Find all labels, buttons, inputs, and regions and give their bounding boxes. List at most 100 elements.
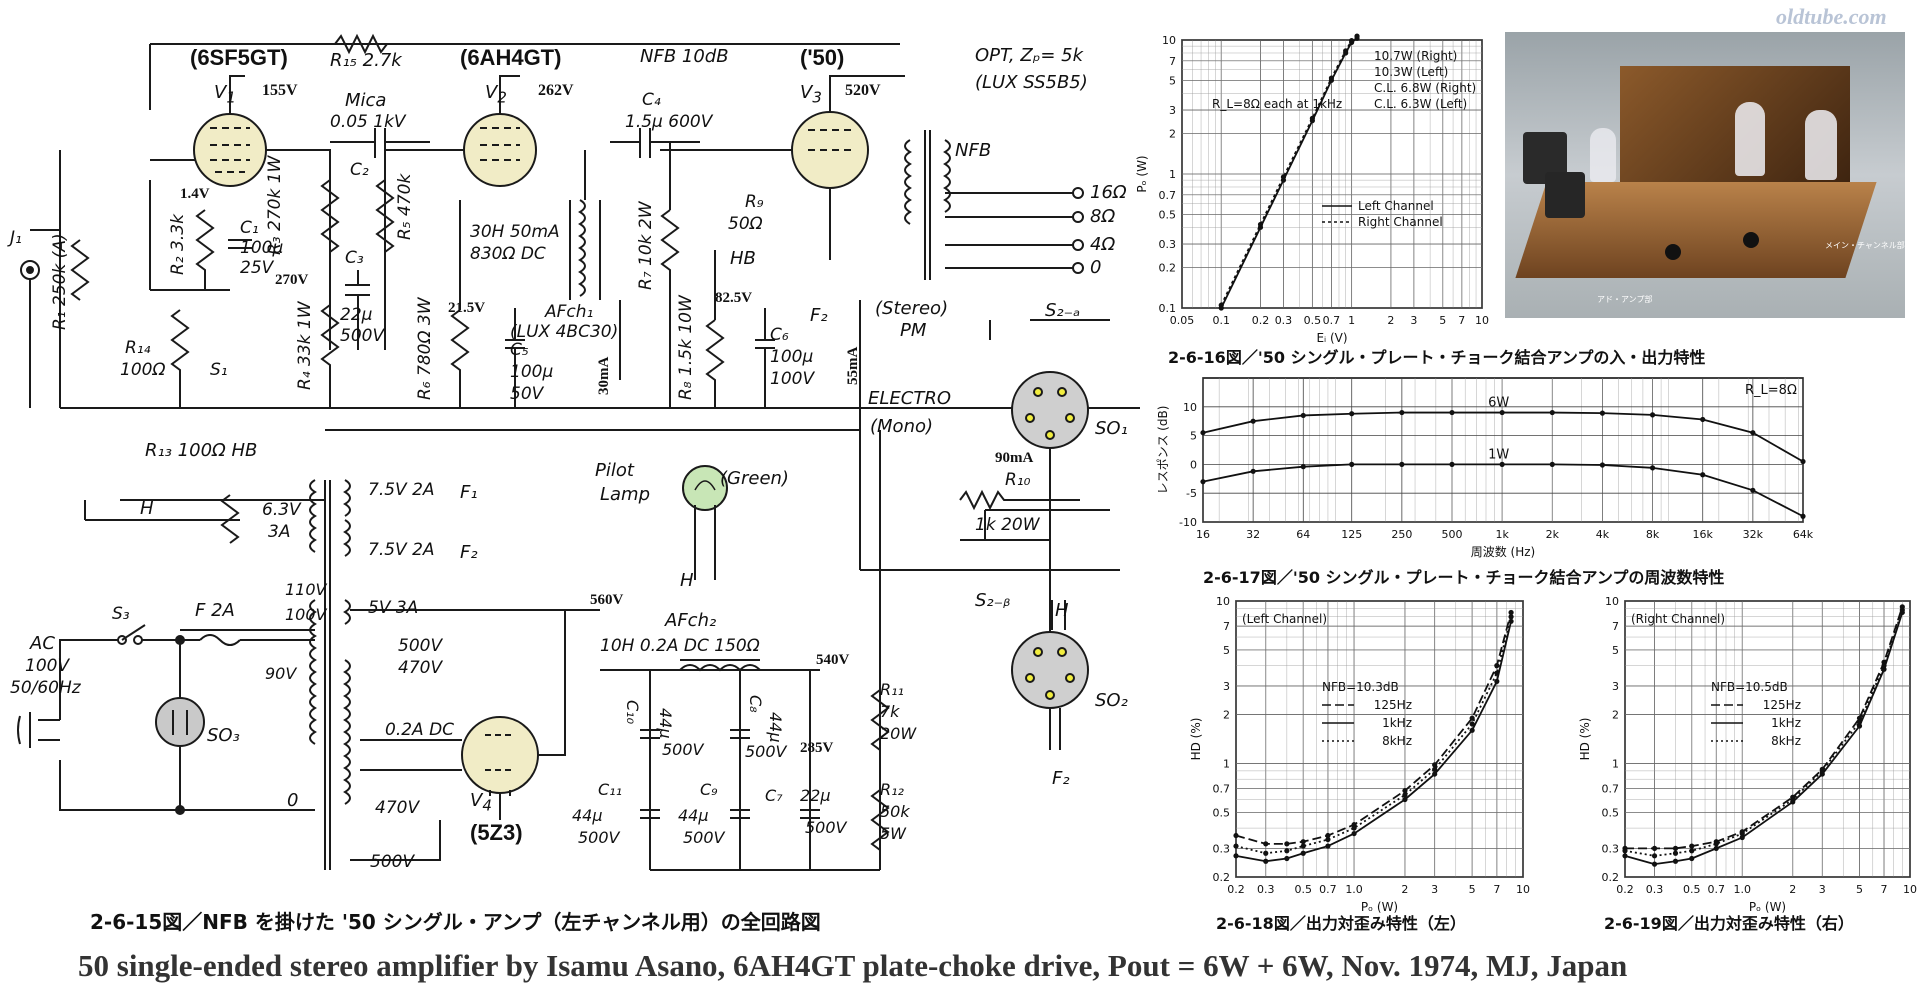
x-tick-label: 2k: [1546, 528, 1560, 541]
x-tick-label: 32k: [1743, 528, 1764, 541]
power-transformer: [309, 479, 351, 870]
label-v-1-4: 1.4V: [180, 186, 210, 202]
label-c4-value: 1.5μ 600V: [625, 112, 713, 132]
y-tick-label: 10: [1183, 401, 1197, 414]
annotation-label: C.L. 6.8W (Right): [1374, 81, 1476, 95]
data-point: [1819, 766, 1825, 772]
y-tick-label: 5: [1190, 430, 1197, 443]
label-out-8: 8Ω: [1090, 206, 1116, 227]
tube-v3-voltage: 520V: [845, 82, 881, 99]
label-c1: C₁: [240, 218, 259, 238]
x-tick-label: 0.7: [1708, 883, 1726, 896]
data-point: [1494, 663, 1500, 669]
x-tick-label: 7: [1458, 314, 1465, 327]
series-line-1kHz: [1624, 612, 1904, 866]
label-r10-value: 1k 20W: [975, 515, 1040, 535]
data-point: [1494, 670, 1500, 676]
y-axis-label: HD (%): [1189, 718, 1203, 761]
label-so3: SO₃: [207, 725, 240, 746]
label-c5-voltage: 50V: [510, 384, 544, 404]
data-point: [1899, 607, 1905, 613]
label-c10-voltage: 500V: [662, 740, 704, 759]
x-tick-label: 1.0: [1734, 883, 1752, 896]
label-r6: R₆ 780Ω 3W: [415, 297, 435, 401]
data-point: [1713, 839, 1719, 845]
data-point: [1881, 663, 1887, 669]
x-tick-label: 5: [1469, 883, 1476, 896]
chart-frame: [1202, 377, 1804, 523]
tube-photo-3: [1735, 102, 1765, 176]
data-point: [1432, 771, 1438, 777]
y-tick-label: 2: [1223, 709, 1230, 722]
label-55ma: 55mA: [845, 346, 861, 385]
data-point: [1263, 841, 1269, 847]
label-r1: R₁ 250k (A): [50, 233, 70, 330]
x-tick-label: 10: [1475, 314, 1489, 327]
chart-1: [1200, 377, 1806, 523]
label-r4: R₄ 33k 1W: [295, 301, 315, 390]
y-tick-label: 0.1: [1159, 302, 1177, 315]
data-point: [1651, 845, 1658, 851]
label-r9: R₉: [745, 192, 764, 212]
x-tick-label: 5: [1439, 314, 1446, 327]
data-point: [1343, 48, 1349, 54]
data-point: [1672, 850, 1679, 856]
data-point: [1469, 727, 1475, 733]
socket-so3: [155, 697, 205, 747]
label-r15: R₁₅ 2.7k: [330, 50, 402, 71]
annotation-label: 10.7W (Right): [1374, 49, 1457, 63]
data-point: [1508, 609, 1514, 616]
annotation-label: C.L. 6.3W (Left): [1374, 97, 1467, 111]
x-tick-label: 0.3: [1257, 883, 1275, 896]
label-30ma: 30mA: [596, 356, 612, 395]
chart-note: R_L=8Ω each at 1kHz: [1212, 97, 1342, 111]
label-470v-b: 470V: [375, 798, 420, 818]
tube-v4: [360, 610, 566, 820]
legend-label: 8kHz: [1382, 734, 1412, 748]
label-so1: SO₁: [1095, 418, 1128, 439]
label-500v-a: 500V: [398, 636, 443, 656]
data-point: [1257, 224, 1264, 230]
schematic-labels: (6SF5GT) V1 155V (6AH4GT) V2 262V ('50) …: [10, 45, 1128, 872]
label-pilot: Pilot: [595, 460, 634, 481]
tube-v2-voltage: 262V: [538, 82, 574, 99]
y-tick-label: 0.3: [1602, 842, 1620, 855]
data-point: [1622, 853, 1628, 859]
tube-v1-type: (6SF5GT): [190, 45, 288, 70]
data-point: [1284, 848, 1290, 854]
x-tick-label: 2: [1789, 883, 1796, 896]
legend-title: NFB=10.5dB: [1711, 680, 1788, 694]
label-f2-so2: F₂: [1052, 768, 1070, 789]
data-point: [1549, 461, 1555, 467]
label-v-82-5: 82.5V: [715, 290, 753, 306]
label-c7-voltage: 500V: [805, 818, 847, 837]
label-0-2a-dc: 0.2A DC: [385, 720, 455, 740]
chart-frame: [1624, 600, 1911, 878]
y-tick-label: 2: [1612, 709, 1619, 722]
data-point: [1351, 825, 1357, 831]
label-hb: HB: [730, 248, 756, 269]
chart-title: (Left Channel): [1242, 612, 1327, 626]
annotation-label: 10.3W (Left): [1374, 65, 1448, 79]
data-point: [1739, 829, 1745, 835]
y-tick-label: 2: [1169, 128, 1176, 141]
data-point: [1649, 412, 1656, 418]
data-point: [1599, 410, 1606, 416]
x-tick-label: 0.05: [1170, 314, 1195, 327]
label-r5: R₅ 470k: [395, 173, 415, 240]
x-tick-label: 10: [1516, 883, 1530, 896]
label-out-4: 4Ω: [1090, 234, 1116, 255]
label-110v: 110V: [285, 580, 327, 599]
series-line-125Hz: [1235, 612, 1512, 845]
chart-note: R_L=8Ω: [1745, 383, 1797, 398]
label-r2: R₂ 3.3k: [168, 214, 188, 275]
x-tick-label: 4k: [1596, 528, 1610, 541]
x-tick-label: 2: [1401, 883, 1408, 896]
data-point: [1672, 858, 1679, 864]
x-tick-label: 0.3: [1646, 883, 1664, 896]
x-tick-label: 5: [1856, 883, 1863, 896]
label-6-3v: 6.3V: [262, 500, 301, 520]
output-transformer-right: [1545, 172, 1585, 218]
label-c11-value: 44μ: [572, 806, 603, 825]
label-c8-voltage: 500V: [745, 742, 787, 761]
